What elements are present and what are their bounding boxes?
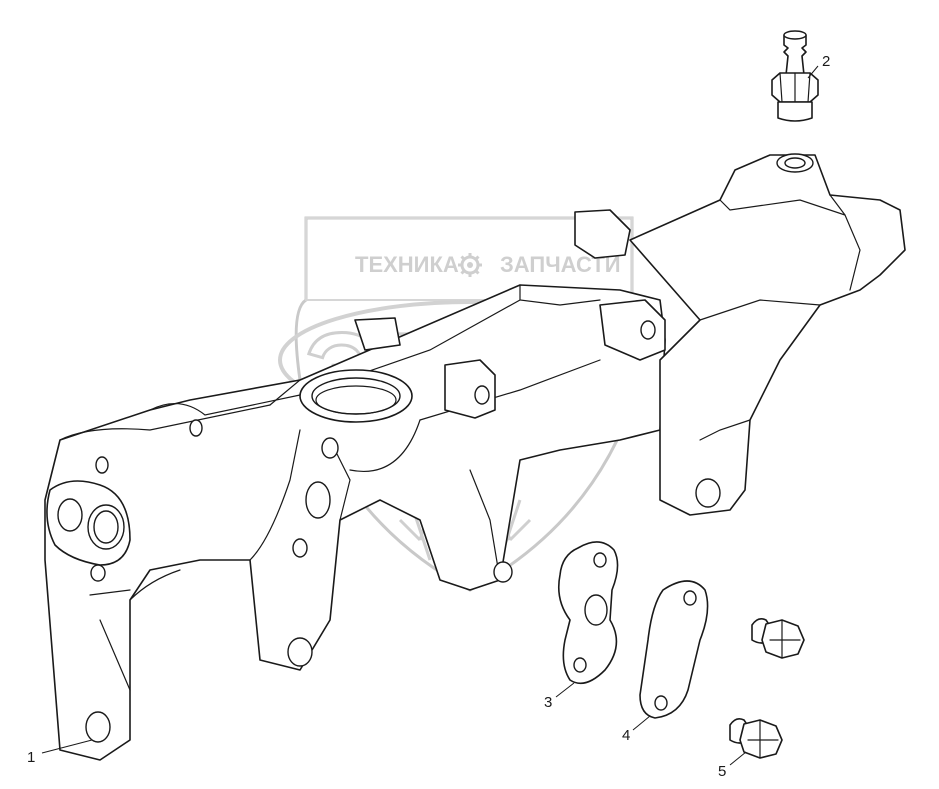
bracket-manifold	[44, 153, 906, 761]
gear-icon	[458, 253, 482, 277]
watermark-left-text: ТЕХНИКА	[355, 252, 459, 277]
leader-line-1	[41, 739, 93, 754]
callout-label-4: 4	[622, 727, 630, 744]
leader-line-5	[729, 751, 747, 766]
gasket	[557, 541, 619, 685]
flange-bolt	[729, 618, 805, 759]
callout-label-3: 3	[544, 694, 552, 711]
callouts: 1 2 3 4 5	[27, 53, 830, 780]
leader-line-2	[807, 65, 819, 79]
leader-line-3	[555, 682, 575, 698]
leader-line-4	[632, 715, 651, 731]
callout-label-1: 1	[27, 749, 35, 766]
hose-fitting	[771, 30, 819, 122]
cover-plate	[639, 580, 709, 719]
callout-label-5: 5	[718, 763, 726, 780]
callout-label-2: 2	[822, 53, 830, 70]
watermark-banner	[305, 217, 633, 301]
